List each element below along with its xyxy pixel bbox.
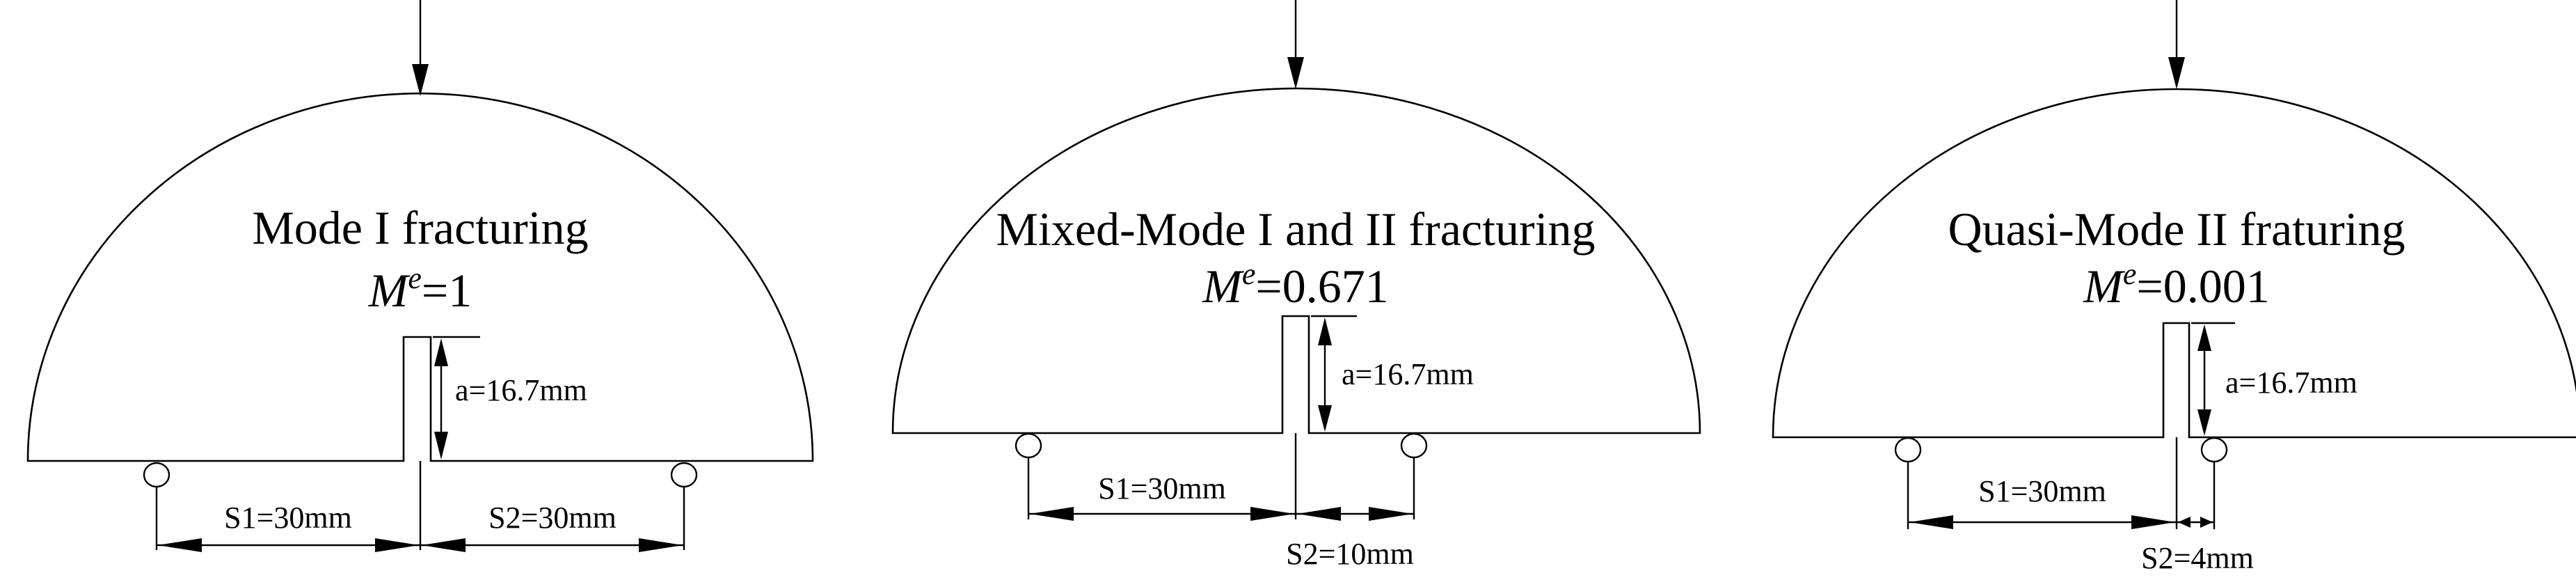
span-dimensions: [1907, 437, 2216, 529]
fracture-mode-title: Mode I fracturing: [252, 201, 588, 254]
span-s1-label: S1=30mm: [1978, 474, 2106, 508]
support-roller-right: [670, 462, 698, 488]
span-s2-label: S2=30mm: [488, 501, 617, 535]
support-roller-right: [1400, 432, 1428, 459]
specimen-outline: [1772, 88, 2576, 439]
specimen-mixed-mode: Mixed-Mode I and II fracturing Me=0.671 …: [891, 0, 1701, 571]
fracture-mode-title: Quasi-Mode II fraturing: [1948, 203, 2405, 256]
span-s2-label: S2=10mm: [1286, 537, 1414, 571]
load-arrow-icon: [2168, 0, 2185, 89]
specimen-quasi-mode-2: Quasi-Mode II fraturing Me=0.001 a=16.7m…: [1772, 0, 2576, 575]
specimen-outline: [26, 92, 814, 462]
crack-length-label: a=16.7mm: [2225, 366, 2358, 400]
span-dimensions: [155, 461, 685, 552]
crack-length-label: a=16.7mm: [1342, 357, 1474, 391]
span-s2-label: S2=4mm: [2141, 541, 2254, 575]
crack-length-dimension: [2191, 322, 2235, 436]
specimen-mode-1: Mode I fracturing Me=1 a=16.7mm S1=30mm …: [26, 0, 814, 552]
support-roller-right: [2200, 437, 2228, 463]
span-s1-label: S1=30mm: [1098, 471, 1226, 505]
crack-length-label: a=16.7mm: [455, 373, 587, 407]
crack-length-dimension: [1311, 315, 1357, 432]
crack-length-dimension: [433, 336, 480, 460]
fracture-mode-title: Mixed-Mode I and II fracturing: [996, 203, 1595, 256]
load-arrow-icon: [1287, 0, 1304, 89]
span-s1-label: S1=30mm: [224, 501, 352, 535]
mixity-parameter: Me=0.671: [1202, 257, 1389, 313]
support-roller-left: [1894, 437, 1922, 463]
support-roller-left: [1015, 432, 1042, 459]
specimen-outline: [891, 87, 1701, 434]
support-roller-left: [143, 462, 170, 488]
span-dimensions: [1027, 433, 1415, 521]
mixity-parameter: Me=1: [368, 261, 472, 317]
mixity-parameter: Me=0.001: [2083, 257, 2270, 313]
load-arrow-icon: [412, 0, 429, 96]
